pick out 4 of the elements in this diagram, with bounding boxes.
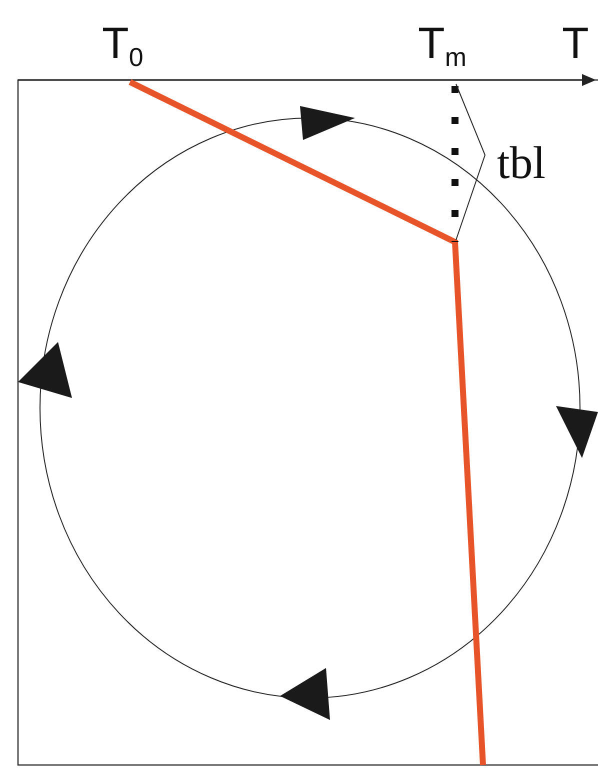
axis-label: T xyxy=(562,22,589,66)
axis-label: T$_{m}$ xyxy=(418,22,467,70)
axis-label: T$_{0}$ xyxy=(102,22,144,70)
boundary-layer-label: tbl xyxy=(497,140,546,186)
